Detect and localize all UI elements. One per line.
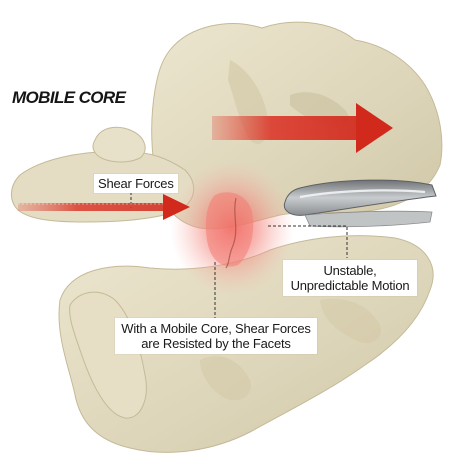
shear-forces-text: Shear Forces [98,176,174,191]
diagram-title: MOBILE CORE [12,88,125,108]
shear-forces-label: Shear Forces [94,174,178,193]
unstable-motion-label: Unstable, Unpredictable Motion [283,260,417,296]
upper-left-tab [93,127,145,162]
facets-line-2: are Resisted by the Facets [119,336,313,351]
unstable-line-2: Unpredictable Motion [285,278,415,293]
unstable-line-1: Unstable, [285,263,415,278]
implant-lower-plate [305,211,432,227]
facets-resist-label: With a Mobile Core, Shear Forces are Res… [115,318,317,354]
facets-line-1: With a Mobile Core, Shear Forces [119,321,313,336]
